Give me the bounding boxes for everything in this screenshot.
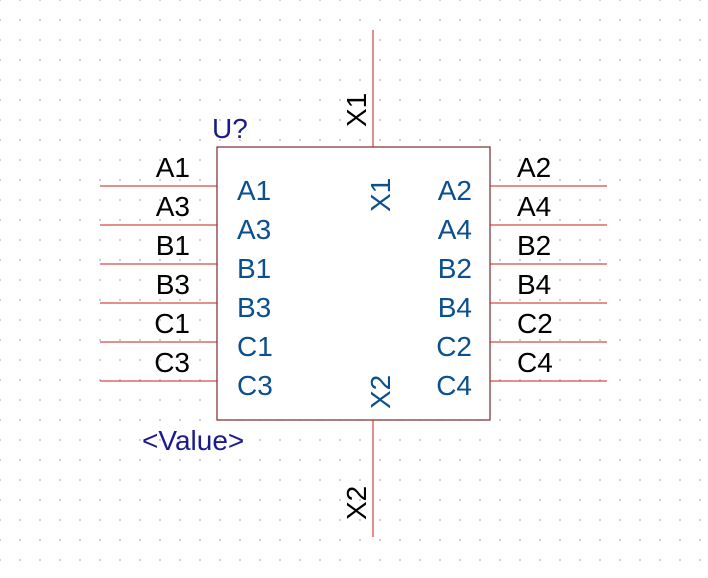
pin-number-left: C1 bbox=[237, 331, 273, 362]
value-field[interactable]: <Value> bbox=[142, 425, 244, 456]
pin-number-left: A1 bbox=[237, 175, 271, 206]
pin-number-right: A2 bbox=[438, 175, 472, 206]
pin-number-top: X1 bbox=[365, 178, 396, 212]
pin-number-left: B1 bbox=[237, 253, 271, 284]
pin-number-bottom: X2 bbox=[365, 375, 396, 409]
component-body[interactable] bbox=[216, 146, 491, 421]
reference-designator[interactable]: U? bbox=[212, 113, 248, 144]
pin-name-left: A3 bbox=[156, 191, 190, 222]
pin-name-top: X1 bbox=[341, 93, 372, 127]
pin-name-right: A2 bbox=[517, 152, 551, 183]
pin-name-right: B2 bbox=[517, 230, 551, 261]
pin-number-left: A3 bbox=[237, 214, 271, 245]
pin-name-left: C1 bbox=[154, 308, 190, 339]
pin-name-left: C3 bbox=[154, 347, 190, 378]
pin-number-left: B3 bbox=[237, 292, 271, 323]
pin-name-left: B3 bbox=[156, 269, 190, 300]
pin-name-right: A4 bbox=[517, 191, 551, 222]
pin-name-left: B1 bbox=[156, 230, 190, 261]
pin-name-left: A1 bbox=[156, 152, 190, 183]
pin-number-right: C4 bbox=[436, 370, 472, 401]
pin-number-right: B4 bbox=[438, 292, 472, 323]
pin-name-right: C2 bbox=[517, 308, 553, 339]
pin-number-right: B2 bbox=[438, 253, 472, 284]
pin-number-right: C2 bbox=[436, 331, 472, 362]
pin-name-bottom: X2 bbox=[341, 486, 372, 520]
pin-name-right: B4 bbox=[517, 269, 551, 300]
pin-number-right: A4 bbox=[438, 214, 472, 245]
pin-number-left: C3 bbox=[237, 370, 273, 401]
pin-name-right: C4 bbox=[517, 347, 553, 378]
